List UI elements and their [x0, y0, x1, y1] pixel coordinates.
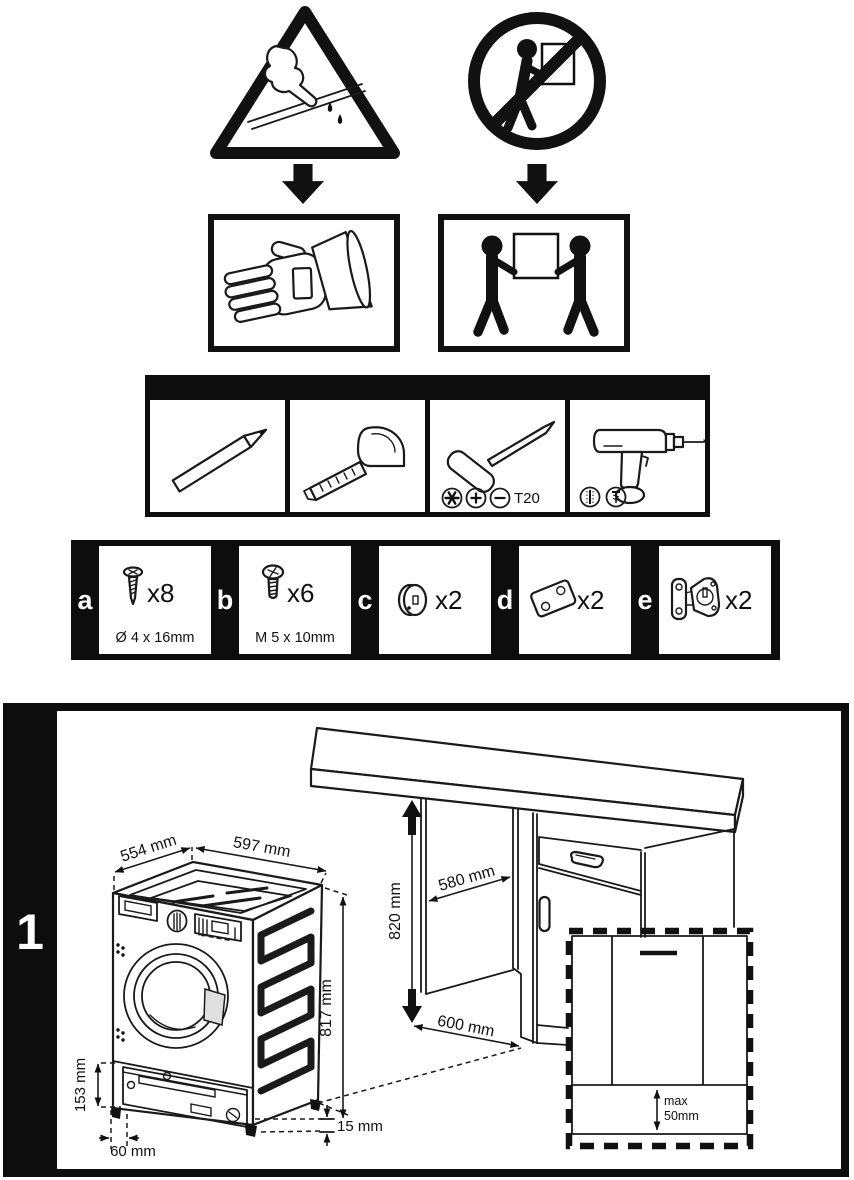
arrow-down-icon [282, 163, 324, 205]
dim-plinth-gap-line2: 50mm [664, 1109, 699, 1123]
part-box-c: x2 [379, 546, 491, 654]
no-single-person-carry-icon [468, 12, 606, 150]
supplied-parts-strip: a x8 Ø 4 x 16mm b x6 M 5 x 10mm c [71, 540, 780, 660]
washing-machine-drawing [111, 860, 324, 1137]
kitchen-cabinet-drawing [309, 726, 745, 1046]
part-qty: x2 [435, 585, 462, 615]
tool-drill [570, 400, 723, 512]
part-box-a: x8 Ø 4 x 16mm [99, 546, 211, 654]
mounting-plate-icon: x2 [530, 579, 604, 618]
dim-machine-top-width: 597 mm [232, 834, 292, 861]
dim-niche-height: 820 mm [387, 882, 404, 940]
tool-screwdriver: T20 [430, 400, 565, 512]
sharp-edge-warning-icon [210, 6, 400, 159]
required-tools-strip: T20 [145, 375, 723, 517]
door-hinge-icon: x2 [670, 577, 752, 621]
part-box-b: x6 M 5 x 10mm [239, 546, 351, 654]
protective-glove-icon [223, 229, 373, 323]
bit-phillips-icon [465, 487, 487, 509]
part-box-d: x2 [519, 546, 631, 654]
tools-strip-header [145, 375, 710, 400]
arrow-down-icon [516, 163, 558, 205]
step-1-panel: 1 [3, 703, 849, 1177]
bit-size-label: T20 [514, 490, 540, 507]
floor-dashed-line [317, 1047, 522, 1104]
part-qty: x6 [287, 578, 314, 608]
bit-torx-icon [441, 487, 463, 509]
two-person-lift-box [438, 214, 630, 352]
plinth-detail-inset: max 50mm [565, 927, 754, 1150]
part-qty: x2 [725, 585, 752, 615]
dim-machine-height: 817 mm [318, 979, 335, 1037]
part-box-e: x2 [659, 546, 771, 654]
part-letter: e [637, 584, 653, 615]
pan-head-screw-icon: x6 M 5 x 10mm [255, 564, 335, 646]
part-qty: x8 [147, 578, 174, 608]
screw-symbol-icon [605, 486, 627, 508]
part-qty: x2 [577, 585, 604, 615]
pencil-icon [171, 428, 268, 493]
tape-measure-icon [303, 426, 406, 502]
two-person-lift-icon [473, 232, 599, 337]
installation-diagram: 554 mm 597 mm 817 mm 153 mm 60 mm [57, 711, 841, 1169]
tool-pencil [150, 400, 285, 512]
dim-plinth-height: 153 mm [72, 1058, 89, 1112]
screwdriver-icon: T20 [441, 420, 556, 509]
cover-cap-icon: x2 [397, 583, 462, 617]
drill-icon [579, 428, 723, 508]
part-spec: M 5 x 10mm [255, 630, 335, 646]
bit-slotted-icon [489, 487, 511, 509]
installation-diagram-drawing: 554 mm 597 mm 817 mm 153 mm 60 mm [72, 726, 754, 1160]
drill-bit-symbol-icon [579, 486, 601, 508]
part-letter: a [77, 584, 93, 615]
wear-gloves-box [208, 214, 400, 352]
tool-tape-measure [290, 400, 425, 512]
dim-plinth-gap-line1: max [664, 1094, 688, 1108]
part-letter: d [496, 584, 514, 615]
part-letter: b [216, 584, 234, 615]
step-number: 1 [16, 904, 44, 960]
countersunk-screw-icon: x8 Ø 4 x 16mm [116, 566, 195, 646]
dim-foot-adjust: 15 mm [337, 1118, 383, 1135]
part-letter: c [357, 584, 373, 615]
dim-plinth-recess: 60 mm [110, 1143, 156, 1160]
part-spec: Ø 4 x 16mm [116, 630, 195, 646]
